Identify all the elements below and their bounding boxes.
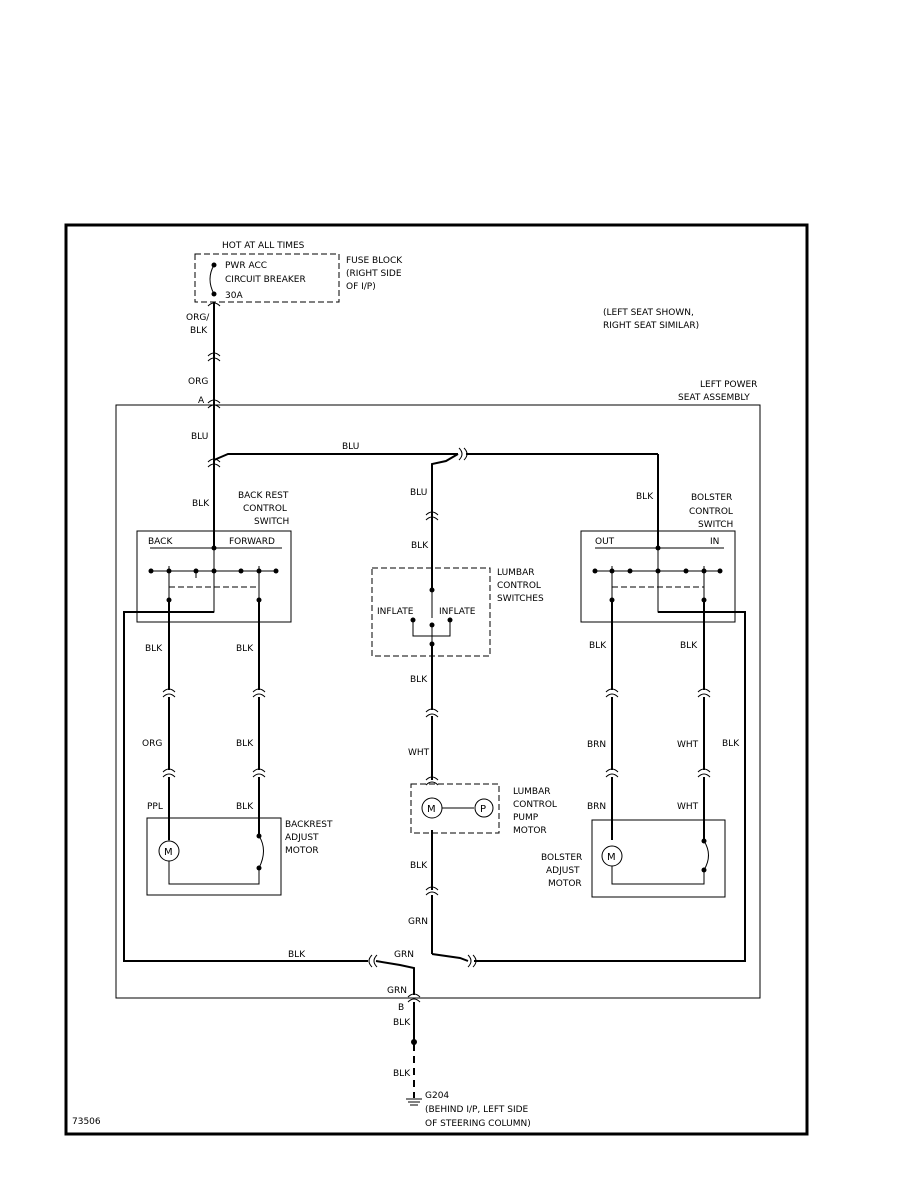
backrest-motor-label-3: MOTOR — [285, 846, 319, 856]
wire-label-wht-r2: WHT — [677, 802, 699, 812]
fuse-block-box — [194, 253, 340, 303]
diagram-frame — [64, 223, 809, 1136]
left-connectors — [162, 688, 266, 778]
lumbar-pump-box — [410, 783, 500, 834]
wire-label-blk-right-sw: BLK — [636, 492, 654, 502]
breaker-label-1: PWR ACC — [225, 261, 267, 271]
lumbar-inflate-right-label: INFLATE — [439, 607, 476, 617]
ground-icon — [406, 1098, 422, 1106]
lumbar-pump-label-1: LUMBAR — [513, 787, 551, 797]
backrest-back-label: BACK — [148, 537, 173, 547]
lumbar-switch-contacts — [410, 587, 453, 647]
backrest-motor-icon: M — [158, 833, 264, 885]
connector-b-label: B — [398, 1003, 404, 1013]
seat-assembly-label-1: LEFT POWER — [700, 380, 757, 390]
seat-note-2: RIGHT SEAT SIMILAR) — [603, 321, 699, 331]
backrest-switch-contacts — [124, 545, 282, 613]
bolster-motor-box — [591, 819, 726, 898]
wire-label-blu-feed: BLU — [191, 432, 208, 442]
bolster-switch-label-3: SWITCH — [698, 520, 733, 530]
wire-label-ppl: PPL — [147, 802, 163, 812]
fuse-block-label-1: FUSE BLOCK — [346, 256, 403, 266]
wire-label-brn-r2: BRN — [587, 802, 606, 812]
backrest-forward-label: FORWARD — [229, 537, 275, 547]
diagram-id: 73506 — [72, 1117, 101, 1127]
wire-label-blk-l3: BLK — [236, 739, 254, 749]
bolster-motor-icon: M — [601, 838, 709, 885]
hot-at-all-times-label: HOT AT ALL TIMES — [222, 241, 305, 251]
wire-label-blk-l1: BLK — [145, 644, 163, 654]
bottom-connectors — [207, 302, 477, 1003]
ground-id: G204 — [425, 1091, 449, 1101]
right-connectors — [605, 688, 711, 778]
wire-label-blu-top: BLU — [342, 442, 359, 452]
backrest-motor-box — [146, 817, 282, 896]
lumbar-pump-label-3: PUMP — [513, 813, 539, 823]
svg-text:M: M — [607, 852, 616, 863]
ground-location-1: (BEHIND I/P, LEFT SIDE — [425, 1105, 529, 1115]
backrest-motor-label-1: BACKREST — [285, 820, 333, 830]
wire-label-blk-c1: BLK — [410, 675, 428, 685]
seat-note-1: (LEFT SEAT SHOWN, — [603, 308, 694, 318]
breaker-label-2: CIRCUIT BREAKER — [225, 275, 306, 285]
wire-label-blk-r-side: BLK — [722, 739, 740, 749]
wire-label-blk-center-sw: BLK — [411, 541, 429, 551]
lumbar-pump-label-2: CONTROL — [513, 800, 557, 810]
backrest-switch-label-3: SWITCH — [254, 517, 289, 527]
backrest-switch-label-2: CONTROL — [243, 504, 287, 514]
wire-label-wht-r1: WHT — [677, 740, 699, 750]
svg-text:M: M — [164, 847, 173, 858]
connector-a-label: A — [198, 396, 205, 406]
wire-label-blk-ground: BLK — [393, 1069, 411, 1079]
lumbar-pump-motor-icon: M P — [421, 797, 494, 819]
lumbar-switch-label-1: LUMBAR — [497, 568, 535, 578]
bolster-switch-label-2: CONTROL — [689, 507, 733, 517]
seat-assembly-label-2: SEAT ASSEMBLY — [678, 393, 750, 403]
wire-label-blk-l4: BLK — [236, 802, 254, 812]
wire-label-blk-bottom: BLK — [288, 950, 306, 960]
wire-label-org-blk-2: BLK — [190, 326, 208, 336]
lumbar-inflate-left-label: INFLATE — [377, 607, 414, 617]
lumbar-pump-label-4: MOTOR — [513, 826, 547, 836]
wire-label-grn-c: GRN — [408, 917, 428, 927]
svg-text:M: M — [427, 804, 436, 815]
center-connectors — [425, 511, 439, 896]
wire-label-grn-exit: GRN — [387, 986, 407, 996]
bolster-motor-label-2: ADJUST — [546, 866, 580, 876]
bolster-motor-label-1: BOLSTER — [541, 853, 582, 863]
wire-label-blk-l2: BLK — [236, 644, 254, 654]
ground-location-2: OF STEERING COLUMN) — [425, 1119, 531, 1129]
wire-label-wht-c: WHT — [408, 748, 430, 758]
bolster-out-label: OUT — [595, 537, 615, 547]
bolster-motor-label-3: MOTOR — [548, 879, 582, 889]
lumbar-switch-label-2: CONTROL — [497, 581, 541, 591]
seat-assembly-box — [115, 404, 761, 999]
wire-label-blk-exit: BLK — [393, 1018, 411, 1028]
bolster-in-label: IN — [710, 537, 719, 547]
wire-label-brn-r1: BRN — [587, 740, 606, 750]
bolster-switch-box — [580, 530, 736, 623]
fuse-block-label-2: (RIGHT SIDE — [346, 269, 402, 279]
wire-label-org-l: ORG — [142, 739, 162, 749]
wire-label-blk-left-sw: BLK — [192, 499, 210, 509]
backrest-switch-label-1: BACK REST — [238, 491, 289, 501]
backrest-motor-label-2: ADJUST — [285, 833, 319, 843]
wire-label-org: ORG — [188, 377, 208, 387]
wire-label-blk-r2: BLK — [680, 641, 698, 651]
circuit-breaker-symbol — [209, 262, 217, 297]
wire-label-blk-c2: BLK — [410, 861, 428, 871]
lumbar-switch-label-3: SWITCHES — [497, 594, 544, 604]
wire-label-grn-bottom: GRN — [394, 950, 414, 960]
wire-label-org-blk-1: ORG/ — [186, 313, 210, 323]
wire-label-blk-r1: BLK — [589, 641, 607, 651]
backrest-switch-box — [136, 530, 292, 623]
svg-text:P: P — [480, 804, 486, 815]
breaker-label-3: 30A — [225, 291, 243, 301]
bolster-switch-contacts — [592, 545, 745, 613]
fuse-block-label-3: OF I/P) — [346, 282, 376, 292]
wire-label-blu-center: BLU — [410, 488, 427, 498]
bolster-switch-label-1: BOLSTER — [691, 493, 732, 503]
